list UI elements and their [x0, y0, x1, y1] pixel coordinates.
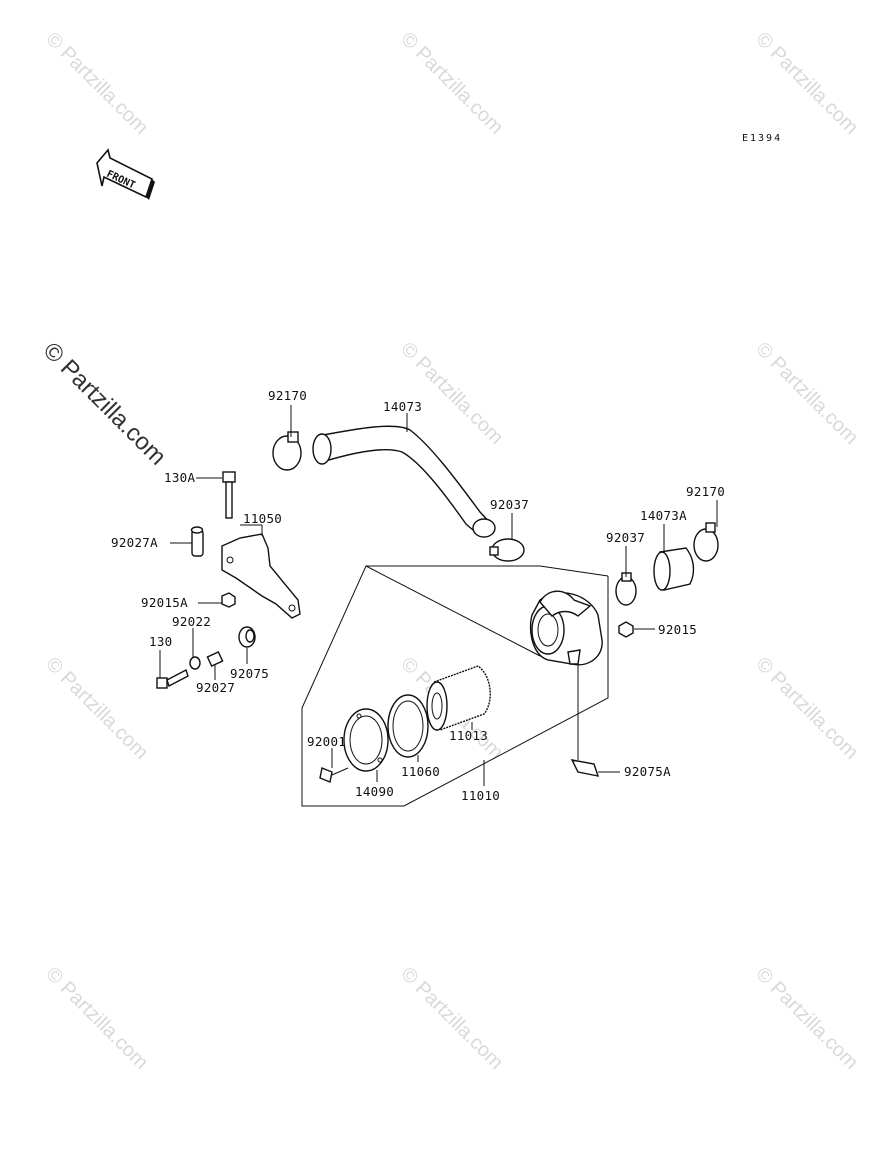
- label-clamp-outlet-right: 92170: [686, 484, 725, 499]
- watermark: © Partzilla.com: [41, 653, 152, 764]
- nut-icon: [221, 592, 236, 608]
- watermark: © Partzilla.com: [751, 338, 862, 449]
- short-duct-icon: [653, 547, 695, 591]
- label-gasket: 11060: [401, 764, 440, 779]
- hose-clamp-icon: [272, 431, 302, 471]
- hose-clamp-icon: [615, 572, 637, 606]
- washer-icon: [189, 656, 201, 670]
- leader-lines: [159, 405, 718, 786]
- collar-icon: [206, 651, 224, 667]
- hose-clamp-icon: [693, 522, 719, 562]
- collar-icon: [190, 526, 204, 557]
- label-bolt-long: 130A: [164, 470, 195, 485]
- part-labels: 92170 14073 130A 11050 92027A 92015A 920…: [111, 388, 725, 803]
- label-collar-short: 92027: [196, 680, 235, 695]
- watermark: © Partzilla.com: [396, 963, 507, 1074]
- bolt-icon: [222, 471, 236, 519]
- front-arrow-icon: FRONT: [96, 148, 155, 200]
- nut-icon: [618, 621, 634, 638]
- label-nut-small: 92015A: [141, 595, 188, 610]
- filter-element-icon: [426, 665, 491, 731]
- label-rubber-pad: 92075A: [624, 764, 671, 779]
- watermark: © Partzilla.com: [396, 28, 507, 139]
- label-filter-element: 11013: [449, 728, 488, 743]
- grommet-icon: [238, 626, 256, 648]
- watermark-main: © Partzilla.com: [38, 337, 171, 470]
- air-cleaner-housing: [529, 590, 603, 666]
- wing-screw-icon: [319, 767, 349, 783]
- label-air-cleaner-assy: 11010: [461, 788, 500, 803]
- gasket-icon: [387, 694, 429, 758]
- label-hose-clamp-upper: 92170: [268, 388, 307, 403]
- label-duct-short: 14073A: [640, 508, 687, 523]
- watermark-layer: © Partzilla.com © Partzilla.com © Partzi…: [38, 28, 863, 1074]
- label-bolt-short: 130: [149, 634, 172, 649]
- hose-clamp-icon: [489, 538, 525, 562]
- watermark: © Partzilla.com: [751, 653, 862, 764]
- watermark: © Partzilla.com: [751, 963, 862, 1074]
- label-clamp-duct-end: 92037: [490, 497, 529, 512]
- label-collar-long: 92027A: [111, 535, 158, 550]
- assembly-outline: [301, 565, 609, 807]
- watermark: © Partzilla.com: [41, 963, 152, 1074]
- watermark: © Partzilla.com: [41, 28, 152, 139]
- label-bracket: 11050: [243, 511, 282, 526]
- label-washer: 92022: [172, 614, 211, 629]
- bolt-icon: [156, 668, 189, 689]
- label-wing-screw: 92001: [307, 734, 346, 749]
- watermark: © Partzilla.com: [751, 28, 862, 139]
- label-intake-duct: 14073: [383, 399, 422, 414]
- label-nut-right: 92015: [658, 622, 697, 637]
- diagram-code: E1394: [742, 133, 782, 144]
- label-clamp-outlet: 92037: [606, 530, 645, 545]
- rubber-pad-icon: [570, 759, 600, 777]
- label-grommet: 92075: [230, 666, 269, 681]
- cover-icon: [343, 708, 389, 772]
- label-cover: 14090: [355, 784, 394, 799]
- intake-duct: [312, 425, 496, 538]
